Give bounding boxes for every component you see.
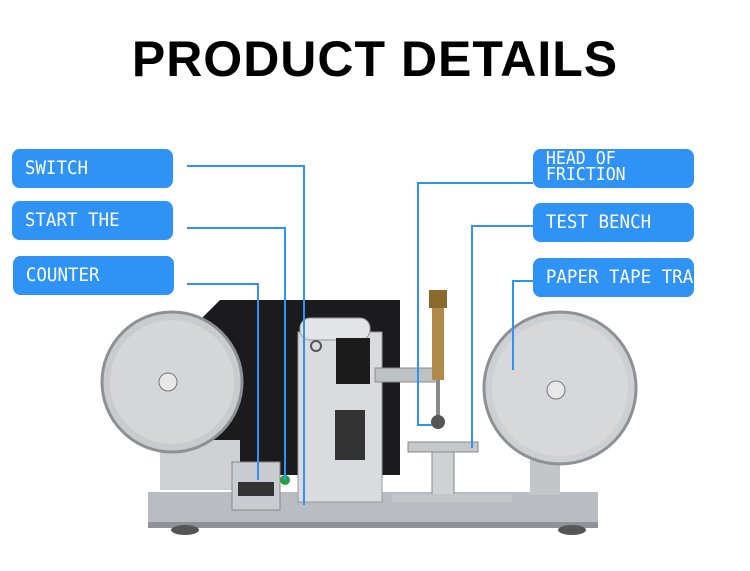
friction-spring bbox=[432, 300, 444, 380]
leader-lines bbox=[187, 165, 533, 505]
label-start: START THE bbox=[12, 201, 173, 240]
leader-line-start bbox=[187, 227, 286, 480]
label-paper-tape-tray: PAPER TAPE TRAY bbox=[533, 258, 704, 297]
base-foot-left bbox=[171, 525, 199, 535]
right-wheel-hub bbox=[546, 380, 566, 400]
counter-display bbox=[238, 482, 274, 496]
label-switch: SWITCH bbox=[12, 149, 173, 188]
column-ring bbox=[310, 340, 322, 352]
leader-line-tray bbox=[512, 280, 533, 370]
friction-arm bbox=[374, 367, 436, 383]
leader-line-bench bbox=[471, 225, 533, 448]
label-test-bench: TEST BENCH bbox=[533, 203, 694, 242]
leader-line-counter bbox=[187, 283, 259, 480]
label-counter: COUNTER bbox=[13, 256, 174, 295]
label-head-of-friction: HEAD OF FRICTION bbox=[533, 149, 694, 188]
test-bench-foot bbox=[392, 494, 512, 502]
friction-spring-cap bbox=[429, 290, 447, 308]
label-head-line1: HEAD OF bbox=[545, 148, 616, 169]
page-title: PRODUCT DETAILS bbox=[131, 31, 619, 87]
column-window bbox=[335, 410, 365, 460]
test-bench bbox=[407, 441, 479, 453]
name-plate bbox=[336, 338, 370, 384]
base-foot-right bbox=[558, 525, 586, 535]
left-wheel-hub bbox=[158, 372, 178, 392]
leader-line-switch bbox=[187, 165, 305, 505]
leader-line-head bbox=[417, 182, 533, 426]
friction-head bbox=[431, 415, 445, 429]
test-bench-post bbox=[431, 451, 455, 498]
drive-rollers bbox=[299, 317, 371, 341]
friction-rod bbox=[436, 380, 440, 420]
label-head-line2: FRICTION bbox=[545, 164, 626, 185]
base-edge bbox=[148, 522, 598, 528]
